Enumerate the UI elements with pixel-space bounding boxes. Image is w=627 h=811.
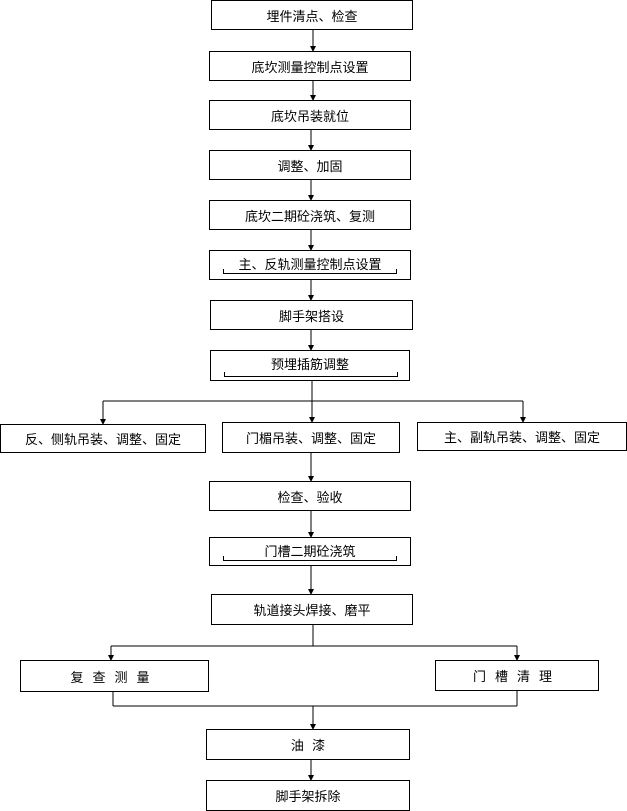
step-rail-joint-welding: 轨道接头焊接、磨平 (211, 594, 413, 625)
bracket-mark (223, 556, 397, 561)
step-sill-concrete-resurvey: 底坎二期砼浇筑、复测 (209, 200, 411, 230)
step-re-survey: 复查测量 (20, 660, 209, 692)
step-slot-concrete: 门槽二期砼浇筑 (209, 537, 411, 566)
step-embedded-parts-check: 埋件清点、检查 (211, 0, 413, 30)
step-painting: 油 漆 (206, 729, 410, 760)
step-sill-hoisting: 底坎吊装就位 (209, 100, 411, 130)
step-sill-survey-points: 底坎测量控制点设置 (209, 51, 411, 81)
step-reverse-side-rail-install: 反、侧轨吊装、调整、固定 (0, 424, 206, 453)
step-slot-cleaning: 门槽清理 (435, 660, 599, 691)
step-scaffold-erection: 脚手架搭设 (210, 300, 413, 330)
step-adjust-reinforce: 调整、加固 (209, 150, 411, 180)
bracket-mark (224, 372, 398, 377)
step-inspection-acceptance: 检查、验收 (209, 481, 411, 511)
bracket-mark (223, 269, 397, 274)
step-lintel-install: 门楣吊装、调整、固定 (222, 422, 400, 453)
step-scaffold-removal: 脚手架拆除 (206, 780, 410, 811)
step-dowel-adjustment: 预埋插筋调整 (210, 350, 410, 381)
step-main-aux-rail-install: 主、副轨吊装、调整、固定 (417, 422, 627, 451)
step-rail-survey-points: 主、反轨测量控制点设置 (209, 250, 411, 280)
